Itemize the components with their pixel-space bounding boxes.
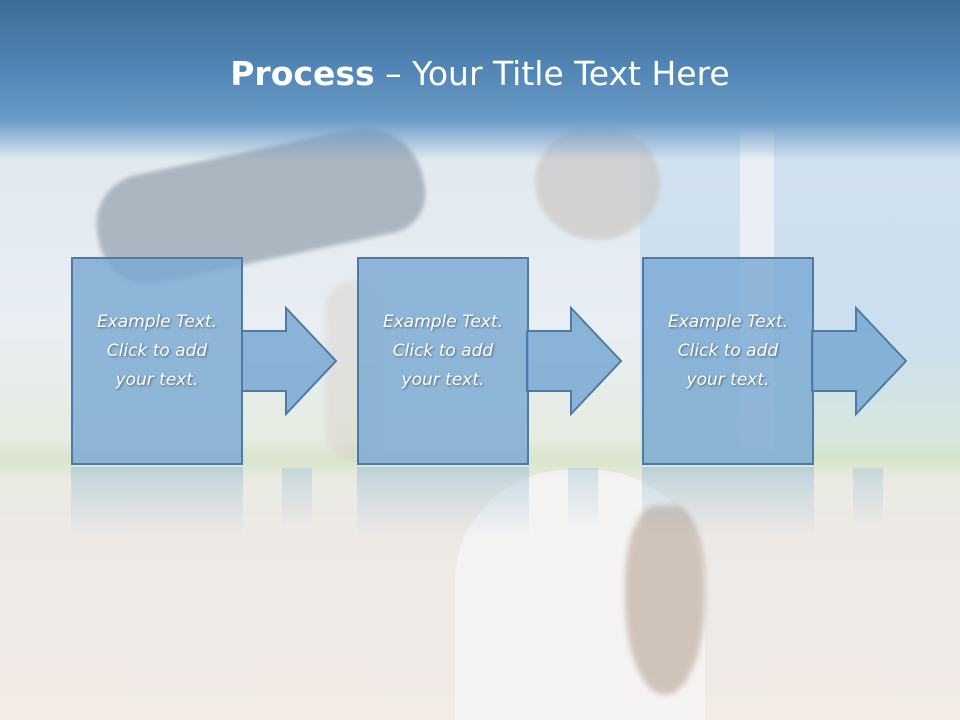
- title-bold-text: Process: [230, 54, 375, 93]
- process-arrow-reflection-1: [282, 468, 312, 528]
- process-step-reflection-3: [642, 467, 814, 537]
- process-step-reflection-1: [71, 467, 243, 537]
- process-step-box-1[interactable]: Example Text. Click to add your text.: [71, 257, 243, 465]
- background-woman-figure: [455, 470, 705, 720]
- step-3-line-3: your text.: [686, 369, 770, 390]
- process-arrow-reflection-2: [568, 468, 598, 528]
- step-2-line-3: your text.: [401, 369, 485, 390]
- process-step-text-3[interactable]: Example Text. Click to add your text.: [648, 308, 808, 395]
- process-arrow-2-icon: [526, 305, 623, 417]
- title-rest-text: – Your Title Text Here: [374, 54, 730, 93]
- process-step-text-2[interactable]: Example Text. Click to add your text.: [363, 308, 523, 395]
- step-1-line-3: your text.: [115, 369, 199, 390]
- process-arrow-3-icon: [811, 305, 908, 417]
- step-1-line-1: Example Text.: [96, 311, 218, 332]
- process-step-box-2[interactable]: Example Text. Click to add your text.: [357, 257, 529, 465]
- step-3-line-1: Example Text.: [667, 311, 789, 332]
- process-step-text-1[interactable]: Example Text. Click to add your text.: [77, 308, 237, 395]
- step-1-line-2: Click to add: [106, 340, 208, 361]
- step-2-line-1: Example Text.: [382, 311, 504, 332]
- process-arrow-1-icon: [241, 305, 338, 417]
- process-step-reflection-2: [357, 467, 529, 537]
- step-3-line-2: Click to add: [677, 340, 779, 361]
- title-band: [0, 0, 960, 160]
- process-step-box-3[interactable]: Example Text. Click to add your text.: [642, 257, 814, 465]
- slide-title[interactable]: Process – Your Title Text Here: [0, 52, 960, 96]
- background-woman-hair: [625, 505, 705, 695]
- process-arrow-reflection-3: [853, 468, 883, 528]
- step-2-line-2: Click to add: [392, 340, 494, 361]
